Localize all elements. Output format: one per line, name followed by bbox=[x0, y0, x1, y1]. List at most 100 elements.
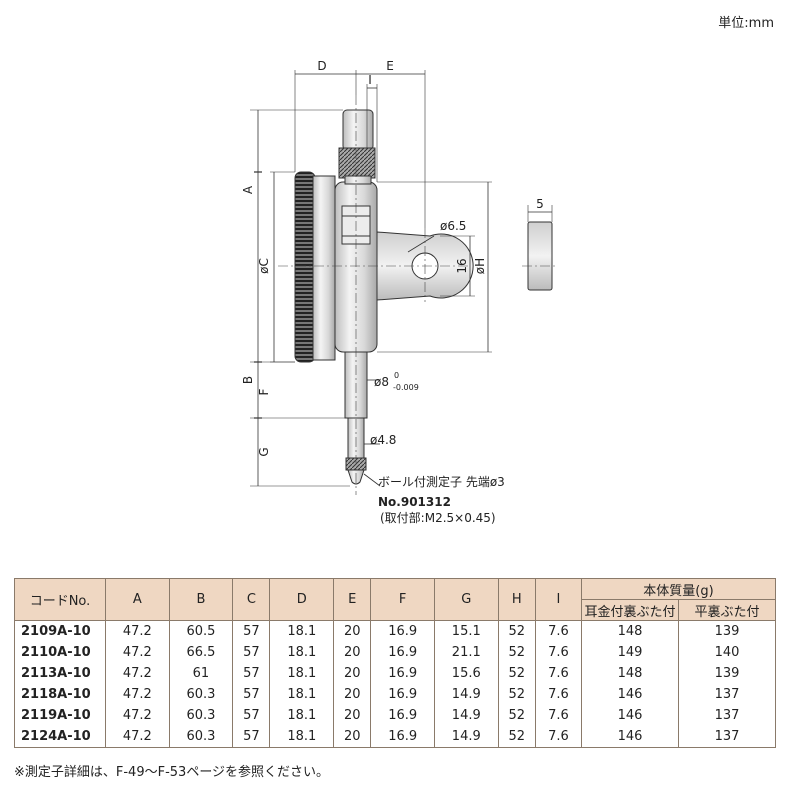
value-cell: 20 bbox=[333, 620, 372, 642]
code-cell: 2113A-10 bbox=[14, 663, 106, 684]
value-cell: 60.5 bbox=[168, 620, 234, 642]
th-D: D bbox=[269, 578, 335, 621]
value-cell: 52 bbox=[497, 642, 536, 663]
value-cell: 60.3 bbox=[168, 684, 234, 705]
th-C: C bbox=[232, 578, 271, 621]
value-cell: 146 bbox=[581, 726, 679, 748]
value-cell: 7.6 bbox=[534, 620, 583, 642]
value-cell: 52 bbox=[497, 620, 536, 642]
th-mass-ear: 耳金付裏ぶた付 bbox=[581, 599, 679, 621]
value-cell: 7.6 bbox=[534, 663, 583, 684]
value-cell: 61 bbox=[168, 663, 234, 684]
value-cell: 18.1 bbox=[269, 620, 335, 642]
value-cell: 66.5 bbox=[168, 642, 234, 663]
value-cell: 57 bbox=[232, 726, 271, 748]
code-cell: 2124A-10 bbox=[14, 726, 106, 748]
value-cell: 14.9 bbox=[433, 684, 499, 705]
contact-point-mount: (取付部:M2.5×0.45) bbox=[380, 510, 496, 525]
dim-16: 16 bbox=[455, 258, 469, 273]
value-cell: 18.1 bbox=[269, 684, 335, 705]
code-cell: 2110A-10 bbox=[14, 642, 106, 663]
value-cell: 18.1 bbox=[269, 705, 335, 726]
value-cell: 18.1 bbox=[269, 663, 335, 684]
value-cell: 140 bbox=[678, 642, 776, 663]
value-cell: 139 bbox=[678, 663, 776, 684]
value-cell: 57 bbox=[232, 620, 271, 642]
bezel bbox=[312, 175, 336, 361]
value-cell: 52 bbox=[497, 684, 536, 705]
value-cell: 7.6 bbox=[534, 726, 583, 748]
th-E: E bbox=[333, 578, 372, 621]
value-cell: 7.6 bbox=[534, 684, 583, 705]
value-cell: 52 bbox=[497, 726, 536, 748]
value-cell: 14.9 bbox=[433, 705, 499, 726]
value-cell: 7.6 bbox=[534, 705, 583, 726]
value-cell: 16.9 bbox=[370, 642, 435, 663]
dim-H: øH bbox=[473, 258, 487, 274]
value-cell: 149 bbox=[581, 642, 679, 663]
cap-knurl bbox=[338, 147, 376, 179]
dim-I: I bbox=[368, 73, 372, 87]
value-cell: 16.9 bbox=[370, 663, 435, 684]
value-cell: 57 bbox=[232, 663, 271, 684]
value-cell: 148 bbox=[581, 620, 679, 642]
code-cell: 2118A-10 bbox=[14, 684, 106, 705]
value-cell: 16.9 bbox=[370, 684, 435, 705]
value-cell: 52 bbox=[497, 663, 536, 684]
dim-stem-tol-upper: 0 bbox=[394, 371, 399, 380]
bezel-knurl bbox=[294, 171, 316, 363]
dim-5: 5 bbox=[536, 197, 544, 211]
value-cell: 148 bbox=[581, 663, 679, 684]
value-cell: 14.9 bbox=[433, 726, 499, 748]
cap-neck bbox=[344, 175, 372, 185]
th-mass: 本体質量(g) bbox=[581, 578, 776, 600]
dial-indicator-drawing: D E I A øC B F G øH 16 ø6.5 5 ø8 0 -0.00… bbox=[241, 59, 558, 525]
value-cell: 60.3 bbox=[168, 705, 234, 726]
dim-A: A bbox=[241, 185, 255, 194]
dim-D: D bbox=[317, 59, 326, 73]
value-cell: 137 bbox=[678, 726, 776, 748]
value-cell: 20 bbox=[333, 726, 372, 748]
unit-label: 単位:mm bbox=[718, 16, 774, 31]
value-cell: 20 bbox=[333, 642, 372, 663]
value-cell: 60.3 bbox=[168, 726, 234, 748]
value-cell: 15.6 bbox=[433, 663, 499, 684]
contact-point-part-no: No.901312 bbox=[378, 495, 451, 509]
value-cell: 7.6 bbox=[534, 642, 583, 663]
value-cell: 18.1 bbox=[269, 642, 335, 663]
value-cell: 16.9 bbox=[370, 705, 435, 726]
value-cell: 137 bbox=[678, 684, 776, 705]
value-cell: 47.2 bbox=[105, 705, 170, 726]
th-mass-flat: 平裏ぶた付 bbox=[678, 599, 776, 621]
th-code: コードNo. bbox=[14, 578, 106, 621]
th-F: F bbox=[370, 578, 435, 621]
value-cell: 47.2 bbox=[105, 684, 170, 705]
value-cell: 146 bbox=[581, 705, 679, 726]
th-I: I bbox=[534, 578, 583, 621]
lug-side bbox=[527, 221, 553, 291]
contact-point-label: ボール付測定子 先端ø3 bbox=[378, 474, 505, 489]
dim-C: øC bbox=[257, 258, 271, 274]
dim-B: B bbox=[241, 376, 255, 384]
dim-stem-small: ø4.8 bbox=[370, 433, 396, 447]
dim-stem-main: ø8 bbox=[374, 375, 389, 389]
footnote: ※測定子詳細は、F-49〜F-53ページを参照ください。 bbox=[14, 765, 330, 780]
th-B: B bbox=[168, 578, 234, 621]
value-cell: 20 bbox=[333, 684, 372, 705]
dim-hole: ø6.5 bbox=[440, 219, 466, 233]
dim-F: F bbox=[257, 388, 271, 395]
value-cell: 21.1 bbox=[433, 642, 499, 663]
value-cell: 139 bbox=[678, 620, 776, 642]
code-cell: 2119A-10 bbox=[14, 705, 106, 726]
value-cell: 16.9 bbox=[370, 620, 435, 642]
value-cell: 18.1 bbox=[269, 726, 335, 748]
value-cell: 47.2 bbox=[105, 620, 170, 642]
value-cell: 57 bbox=[232, 684, 271, 705]
spec-table: コードNo. A B C D E F G H I 本体質量(g) 耳金付裏ぶた付… bbox=[14, 578, 776, 748]
